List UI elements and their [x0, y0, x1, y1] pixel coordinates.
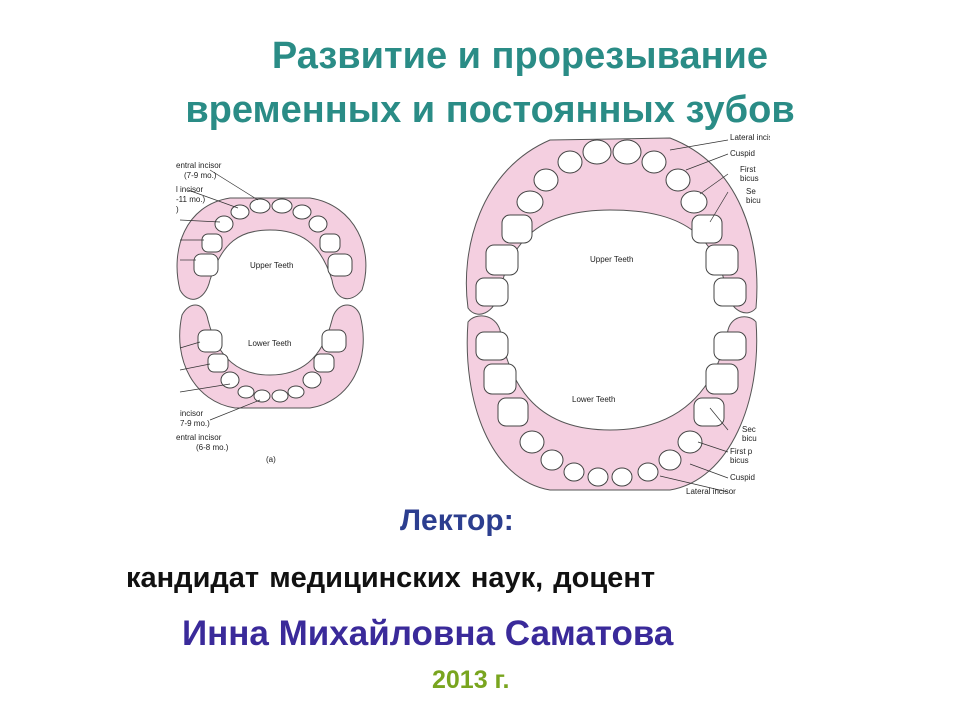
primary-label-6: incisor — [180, 409, 203, 418]
slide-title-line2: временных и постоянных зубов — [185, 89, 795, 131]
primary-label-2: (7-9 mo.) — [184, 171, 217, 180]
permanent-lower-label: Lower Teeth — [572, 395, 615, 404]
primary-label-9: (6-8 mo.) — [196, 443, 229, 452]
primary-label-1: entral incisor — [176, 161, 222, 170]
permanent-label-5: Se — [746, 187, 756, 196]
lecturer-label: Лектор: — [400, 504, 514, 537]
lecturer-degree: кандидат медицинских наук, доцент — [126, 562, 656, 594]
permanent-label-4: bicus — [740, 174, 759, 183]
permanent-lower-arch — [466, 315, 758, 491]
primary-leader-lines — [179, 169, 261, 421]
permanent-label-11: Cuspid — [730, 473, 755, 482]
presentation-year: 2013 г. — [432, 666, 510, 694]
permanent-label-7: Sec — [742, 425, 756, 434]
primary-label-5: ) — [176, 205, 179, 214]
slide-title-line1: Развитие и прорезывание — [271, 35, 769, 77]
primary-label-3: l incisor — [176, 185, 203, 194]
primary-upper-arch — [176, 197, 367, 300]
primary-lower-arch — [179, 304, 364, 409]
lecturer-name: Инна Михайловна Саматова — [182, 614, 674, 653]
permanent-label-10: bicus — [730, 456, 749, 465]
primary-figure-caption: (a) — [266, 455, 276, 464]
permanent-upper-arch — [465, 137, 758, 315]
permanent-label-8: bicu — [742, 434, 757, 443]
permanent-label-6: bicu — [746, 196, 761, 205]
primary-label-7: 7-9 mo.) — [180, 419, 210, 428]
permanent-leader-lines — [659, 139, 729, 493]
primary-upper-label: Upper Teeth — [250, 261, 293, 270]
dental-arches-figure: Upper Teeth Lower Teeth entral incisor (… — [176, 133, 770, 496]
permanent-label-3: First — [740, 165, 756, 174]
primary-label-8: entral incisor — [176, 433, 222, 442]
permanent-label-12: Lateral incisor — [686, 487, 736, 496]
permanent-upper-label: Upper Teeth — [590, 255, 633, 264]
primary-label-4: -11 mo.) — [176, 195, 206, 204]
permanent-label-9: First p — [730, 447, 753, 456]
permanent-label-1: Lateral incis — [730, 133, 770, 142]
primary-lower-label: Lower Teeth — [248, 339, 291, 348]
permanent-label-2: Cuspid — [730, 149, 755, 158]
